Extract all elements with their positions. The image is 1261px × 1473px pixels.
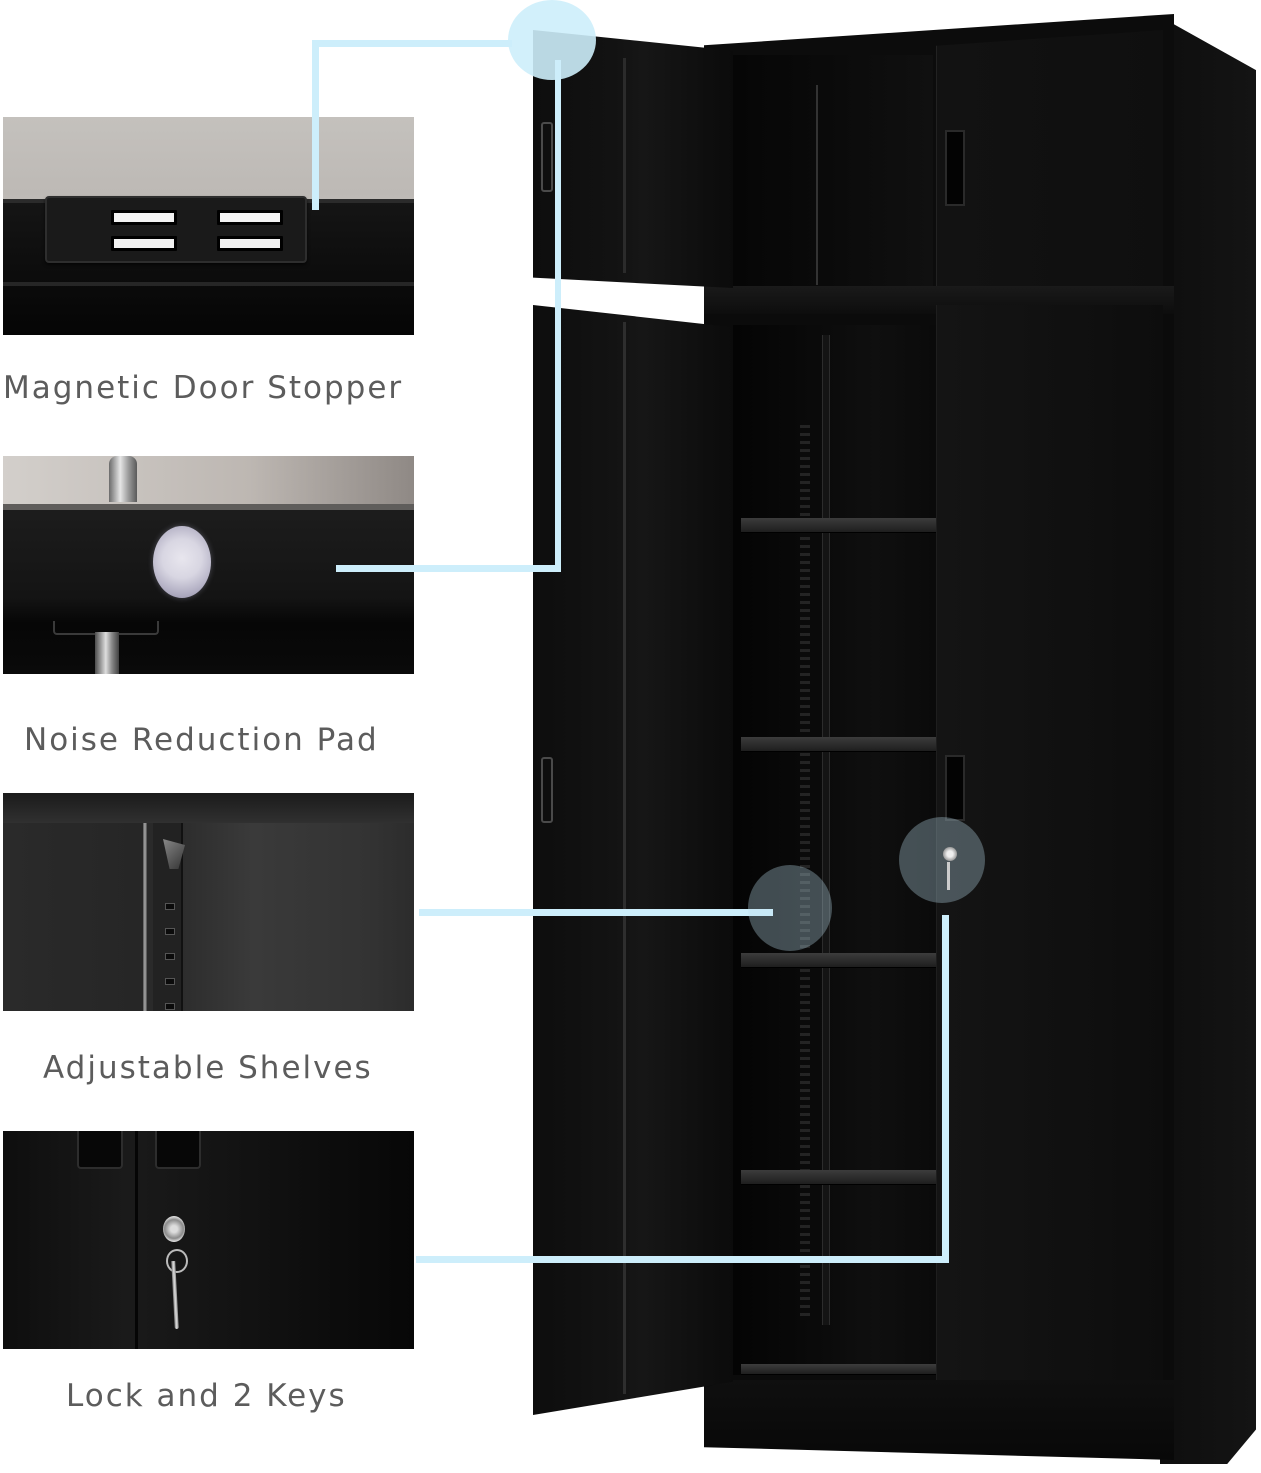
key-ring-icon — [166, 1249, 188, 1273]
callout-bubble-lock — [899, 817, 985, 903]
shelf — [741, 737, 936, 752]
door-frame-edge — [143, 823, 147, 1011]
shelf-clip — [163, 839, 185, 869]
interior-back-wall — [183, 821, 414, 1011]
shelf-hole — [165, 1003, 175, 1010]
noise-reduction-pad-photo — [3, 456, 414, 674]
feature-caption-lock-and-keys: Lock and 2 Keys — [66, 1378, 347, 1414]
magnet-slot — [111, 236, 177, 251]
callout-line-shelves — [419, 909, 773, 916]
top-right-door — [936, 30, 1163, 292]
callout-bubble-shelves — [748, 865, 832, 951]
main-compartment-interior — [733, 325, 937, 1375]
callout-line-noise-pad — [555, 60, 561, 572]
main-right-door — [936, 305, 1163, 1405]
lock-icon — [943, 847, 957, 861]
door-inner-frame — [543, 58, 626, 273]
key-icon — [947, 862, 950, 890]
magnet-plate — [45, 196, 307, 263]
shelf — [741, 953, 936, 968]
magnet-slot — [217, 236, 283, 251]
door-inner-frame — [543, 322, 626, 1394]
shelf-hole — [165, 953, 175, 960]
feature-caption-magnetic-door-stopper: Magnetic Door Stopper — [3, 370, 404, 406]
interior-ceiling — [3, 793, 414, 823]
magnetic-door-stopper-photo — [3, 117, 414, 335]
feature-caption-adjustable-shelves: Adjustable Shelves — [43, 1050, 373, 1086]
cabinet-side-panel — [1160, 24, 1256, 1464]
shelf — [741, 1170, 936, 1185]
bottom-shelf — [741, 1364, 936, 1375]
adjustable-shelves-photo — [3, 793, 414, 1011]
shelf-hole — [165, 903, 175, 910]
door-ledge — [3, 504, 414, 510]
top-compartment-interior — [733, 55, 933, 287]
interior-post — [822, 335, 830, 1325]
main-left-door-handle — [541, 757, 553, 823]
magnet-slot — [217, 210, 283, 225]
shelf-hole — [165, 978, 175, 985]
callout-line-lock — [942, 915, 949, 1263]
callout-bubble-door-stopper — [508, 0, 596, 80]
main-left-door-open — [533, 305, 733, 1415]
magnet-slot — [111, 210, 177, 225]
lock-and-keys-photo — [3, 1131, 414, 1349]
door-rail — [3, 282, 414, 286]
shelf-hole — [165, 928, 175, 935]
shelf-adjustment-rack — [800, 420, 810, 1320]
cabinet-base — [704, 1380, 1174, 1460]
lock-cylinder-icon — [163, 1216, 185, 1242]
recessed-handle — [155, 1131, 201, 1169]
top-door-handle — [945, 130, 965, 206]
door-edge — [3, 504, 414, 674]
door-seam — [135, 1131, 138, 1349]
recessed-handle — [77, 1131, 123, 1169]
interior-side-wall — [3, 823, 143, 1011]
hinge-pin-bottom — [95, 632, 119, 674]
hinge-pin-top — [109, 456, 137, 502]
feature-caption-noise-reduction-pad: Noise Reduction Pad — [24, 722, 379, 758]
shelf — [741, 518, 936, 533]
main-door-handle — [945, 755, 965, 821]
callout-line-door-stopper — [312, 40, 512, 47]
callout-line-lock — [416, 1256, 949, 1263]
top-left-door-handle — [541, 122, 553, 192]
callout-line-door-stopper — [312, 40, 319, 210]
rubber-pad — [153, 526, 211, 598]
top-compartment-divider — [816, 85, 818, 285]
callout-line-noise-pad — [336, 565, 561, 572]
